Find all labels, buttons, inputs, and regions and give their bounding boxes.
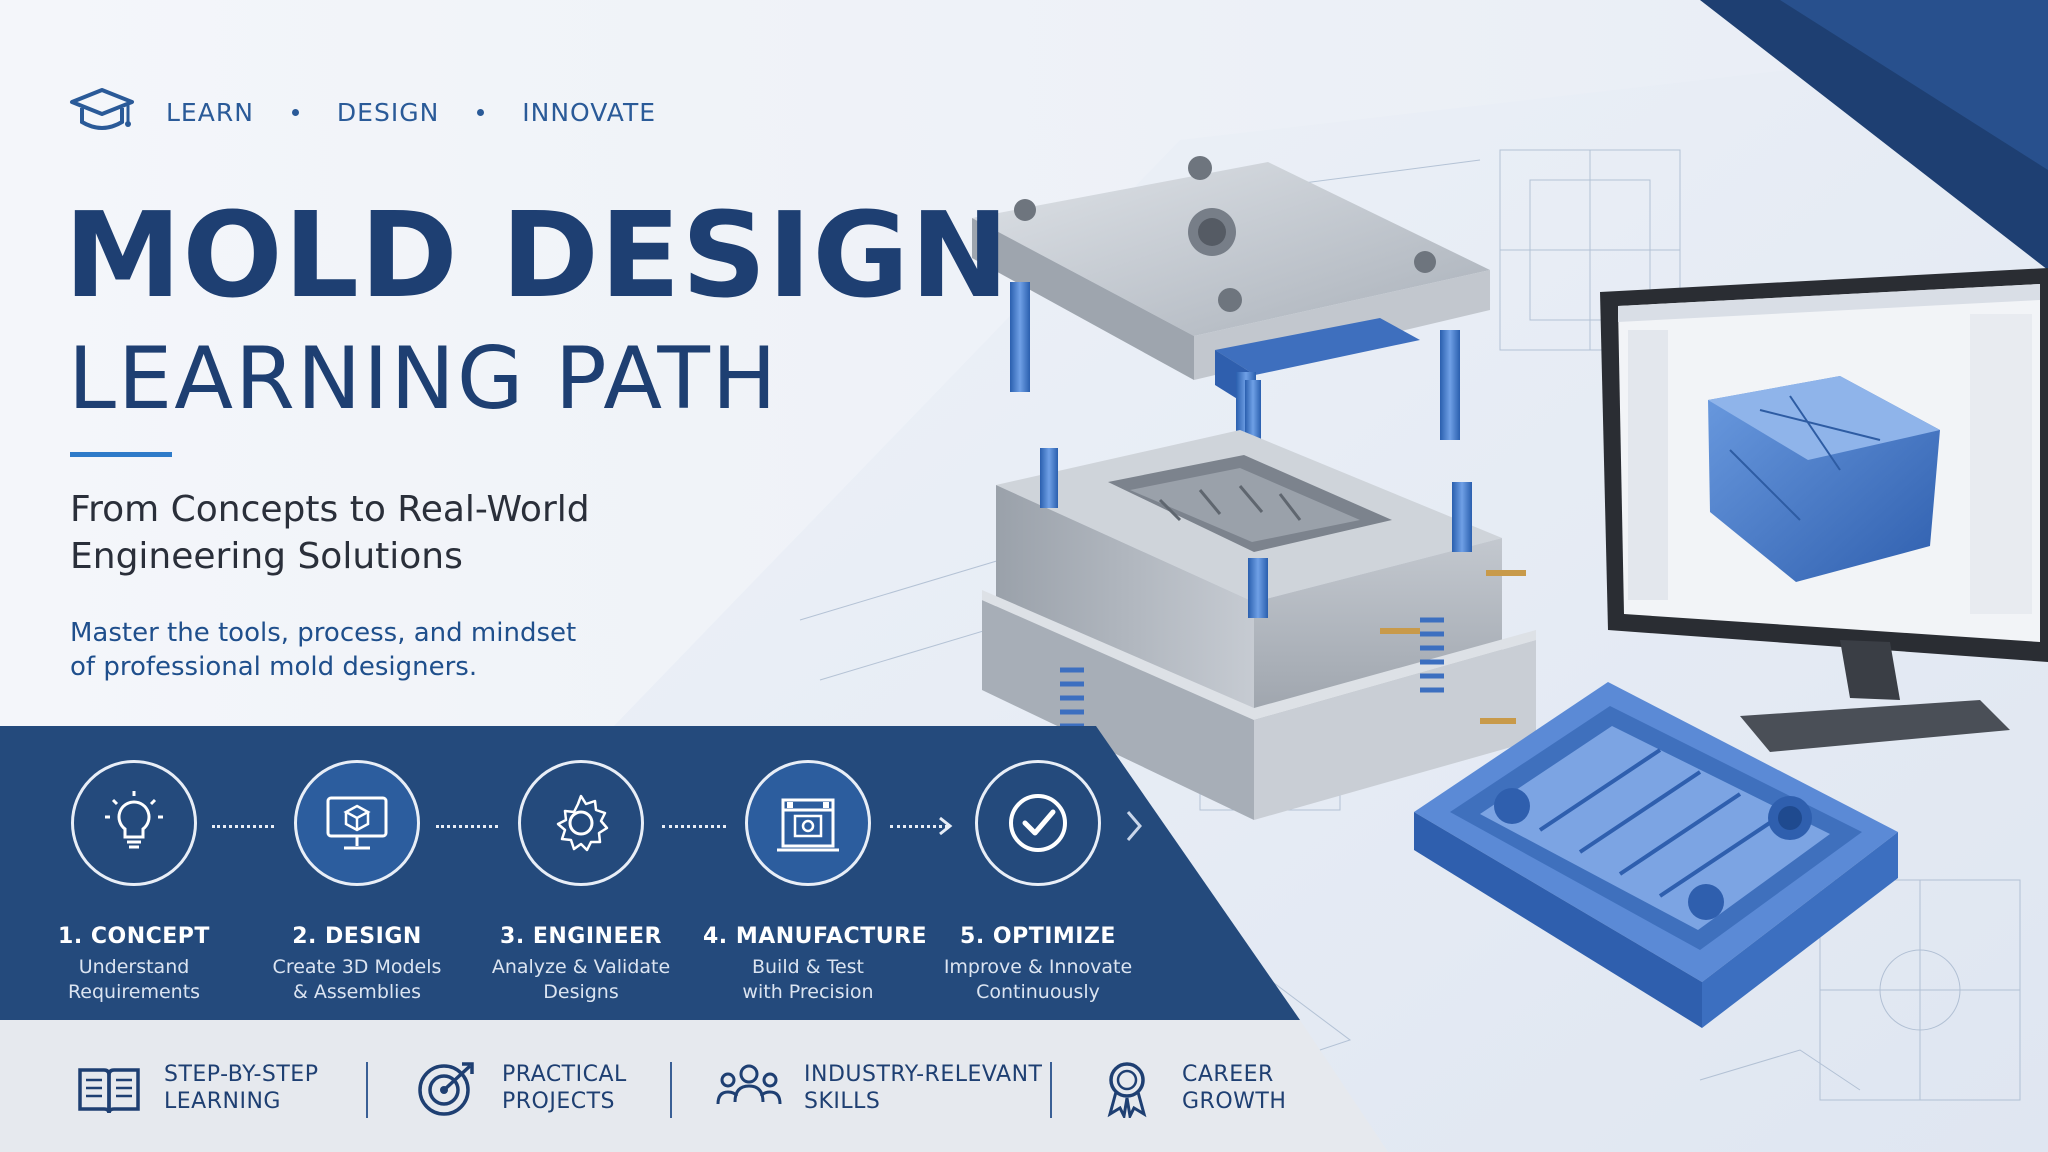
feature-label: PRACTICAL <box>502 1062 627 1087</box>
checkmark-icon <box>1009 794 1067 852</box>
step-icon-circle <box>975 760 1101 886</box>
feature-label: INDUSTRY-RELEVANT <box>804 1062 1043 1087</box>
step-title: 4. MANUFACTURE <box>703 924 928 949</box>
feature-label: STEP-BY-STEP <box>164 1062 319 1087</box>
mold-lower-half <box>982 430 1536 820</box>
tag-design: DESIGN <box>336 97 440 127</box>
page-subtitle: LEARNING PATH <box>68 329 779 429</box>
award-icon <box>1107 1062 1147 1118</box>
step-desc-line: Analyze & Validate <box>491 956 671 978</box>
step-connector <box>436 825 498 828</box>
cad-monitor <box>1600 268 2048 752</box>
step-engineer: 3. ENGINEER Analyze & Validate Designs <box>476 760 686 1005</box>
step-description: Improve & Innovate Continuously <box>933 955 1143 1005</box>
feature-label: CAREER <box>1182 1062 1274 1087</box>
book-icon <box>78 1068 140 1114</box>
tagline-line-1: From Concepts to Real-World <box>70 489 590 530</box>
features-bar <box>0 1020 1388 1152</box>
step-title: 1. CONCEPT <box>58 924 210 949</box>
feature-career-growth: CAREER GROWTH <box>1094 1058 1286 1118</box>
step-description: Build & Test with Precision <box>703 955 913 1005</box>
graduation-cap-icon <box>70 88 134 130</box>
arrow-right-icon <box>939 816 953 836</box>
step-desc-line: Designs <box>543 981 619 1003</box>
lightbulb-icon <box>105 791 163 849</box>
header-tagline: LEARN DESIGN INNOVATE <box>68 84 656 140</box>
step-desc-line: Improve & Innovate <box>943 956 1133 978</box>
step-connector <box>662 825 726 828</box>
monitor-cube-icon <box>326 796 388 850</box>
step-description: Understand Requirements <box>29 955 239 1005</box>
feature-label: PROJECTS <box>502 1089 616 1114</box>
feature-divider <box>366 1062 368 1118</box>
description-line-2: of professional mold designers. <box>70 652 478 682</box>
feature-label: GROWTH <box>1182 1089 1287 1114</box>
machine-icon <box>777 798 839 852</box>
step-description: Create 3D Models & Assemblies <box>252 955 462 1005</box>
step-design: 2. DESIGN Create 3D Models & Assemblies <box>252 760 462 1005</box>
step-desc-line: Build & Test <box>751 956 864 978</box>
feature-industry-skills: INDUSTRY-RELEVANT SKILLS <box>716 1058 1042 1118</box>
molded-part <box>1414 682 1898 1028</box>
tag-learn: LEARN <box>166 97 254 127</box>
step-manufacture: 4. MANUFACTURE Build & Test with Precisi… <box>703 760 928 1005</box>
mold-upper-half <box>972 156 1490 500</box>
step-icon-circle <box>71 760 197 886</box>
gear-icon <box>556 794 609 852</box>
step-connector <box>212 825 274 828</box>
tagline-line-2: Engineering Solutions <box>70 536 463 577</box>
step-desc-line: with Precision <box>742 981 874 1003</box>
feature-divider <box>670 1062 672 1118</box>
feature-label: SKILLS <box>804 1089 881 1114</box>
step-title: 2. DESIGN <box>292 924 422 949</box>
accent-underline <box>70 452 172 457</box>
description: Master the tools, process, and mindset o… <box>70 616 670 684</box>
feature-label: LEARNING <box>164 1089 281 1114</box>
step-desc-line: Create 3D Models <box>272 956 442 978</box>
step-icon-circle <box>518 760 644 886</box>
step-desc-line: & Assemblies <box>292 981 422 1003</box>
people-icon <box>716 1064 782 1105</box>
description-line-1: Master the tools, process, and mindset <box>70 618 577 648</box>
step-icon-circle <box>294 760 420 886</box>
step-title: 5. OPTIMIZE <box>960 924 1116 949</box>
feature-divider <box>1050 1062 1052 1118</box>
step-desc-line: Understand <box>78 956 190 978</box>
step-icon-circle <box>745 760 871 886</box>
headline-tagline: From Concepts to Real-World Engineering … <box>70 486 770 580</box>
tag-innovate: INNOVATE <box>522 97 657 127</box>
step-desc-line: Requirements <box>67 981 201 1003</box>
tag-separator-dot <box>291 108 299 116</box>
step-optimize: 5. OPTIMIZE Improve & Innovate Continuou… <box>933 760 1143 1005</box>
tag-separator-dot <box>477 108 485 116</box>
step-concept: 1. CONCEPT Understand Requirements <box>29 760 239 1005</box>
chevron-right-icon <box>1126 811 1142 841</box>
feature-practical-projects: PRACTICAL PROJECTS <box>414 1058 627 1118</box>
page-title: MOLD DESIGN <box>64 186 1011 324</box>
step-description: Analyze & Validate Designs <box>476 955 686 1005</box>
step-title: 3. ENGINEER <box>500 924 662 949</box>
feature-step-by-step: STEP-BY-STEP LEARNING <box>76 1058 318 1118</box>
step-desc-line: Continuously <box>976 981 1100 1003</box>
step-connector <box>890 825 948 828</box>
target-icon <box>418 1062 474 1116</box>
